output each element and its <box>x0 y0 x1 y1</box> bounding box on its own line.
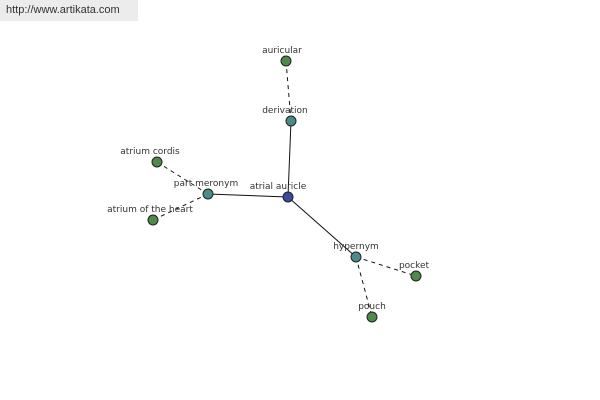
word-label-atrium-cordis: atrium cordis <box>120 147 180 157</box>
center-node-label: atrial auricle <box>250 182 307 192</box>
edge-center-hypernym <box>287 196 357 258</box>
word-label-pocket: pocket <box>399 261 430 271</box>
edge-derivation-auricular <box>285 60 292 122</box>
relation-node-derivation[interactable] <box>285 115 297 127</box>
word-node-pouch[interactable] <box>366 311 378 323</box>
relation-label-part-meronym: part meronym <box>174 179 238 189</box>
relation-label-hypernym: hypernym <box>333 242 379 252</box>
word-node-auricular[interactable] <box>280 55 292 67</box>
word-label-auricular: auricular <box>262 46 302 56</box>
word-label-atrium-of-the-heart: atrium of the heart <box>107 205 193 215</box>
relation-node-hypernym[interactable] <box>350 251 362 263</box>
word-node-atrium-cordis[interactable] <box>151 156 163 168</box>
edge-hypernym-pocket <box>355 256 417 277</box>
relation-label-derivation: derivation <box>262 106 308 116</box>
edge-part-meronym-atrium-of-the-heart <box>152 193 209 221</box>
center-node[interactable] <box>282 191 294 203</box>
edge-center-part-meronym <box>207 193 289 198</box>
word-node-pocket[interactable] <box>410 270 422 282</box>
edge-center-derivation <box>287 120 292 198</box>
relation-node-part-meronym[interactable] <box>202 188 214 200</box>
word-label-pouch: pouch <box>358 302 386 312</box>
site-url-badge[interactable]: http://www.artikata.com <box>0 0 138 21</box>
edge-part-meronym-atrium-cordis <box>156 161 209 195</box>
word-node-atrium-of-the-heart[interactable] <box>147 214 159 226</box>
edge-hypernym-pouch <box>355 256 373 318</box>
